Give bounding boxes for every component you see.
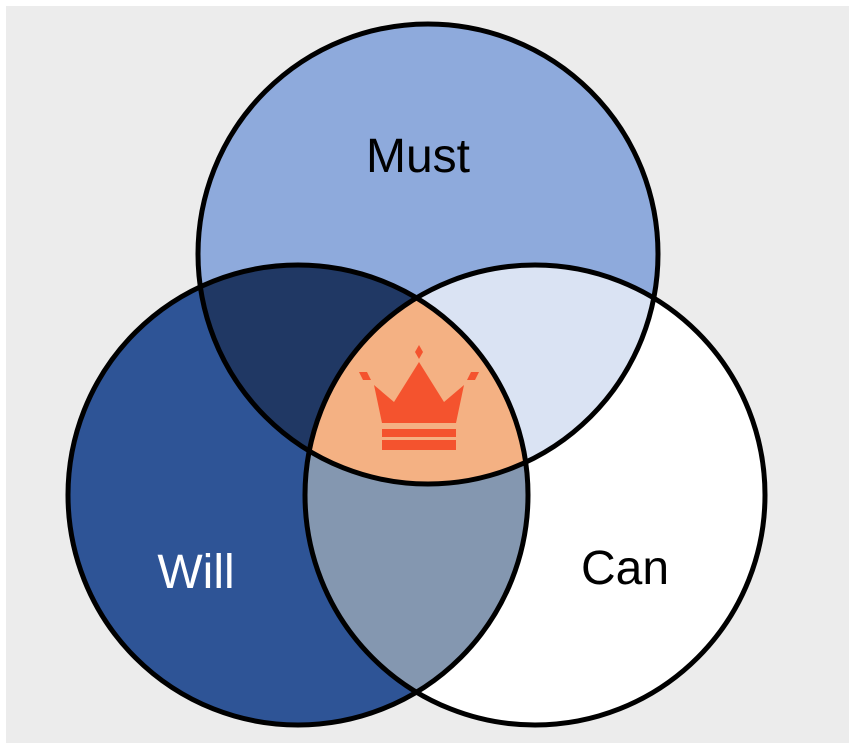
intersection-must-will [198,265,528,484]
set-label-will: Will [157,546,234,599]
set-label-must: Must [366,130,470,183]
set-outlines [65,21,768,728]
set-label-can: Can [581,542,669,595]
crown-icon [359,345,479,450]
